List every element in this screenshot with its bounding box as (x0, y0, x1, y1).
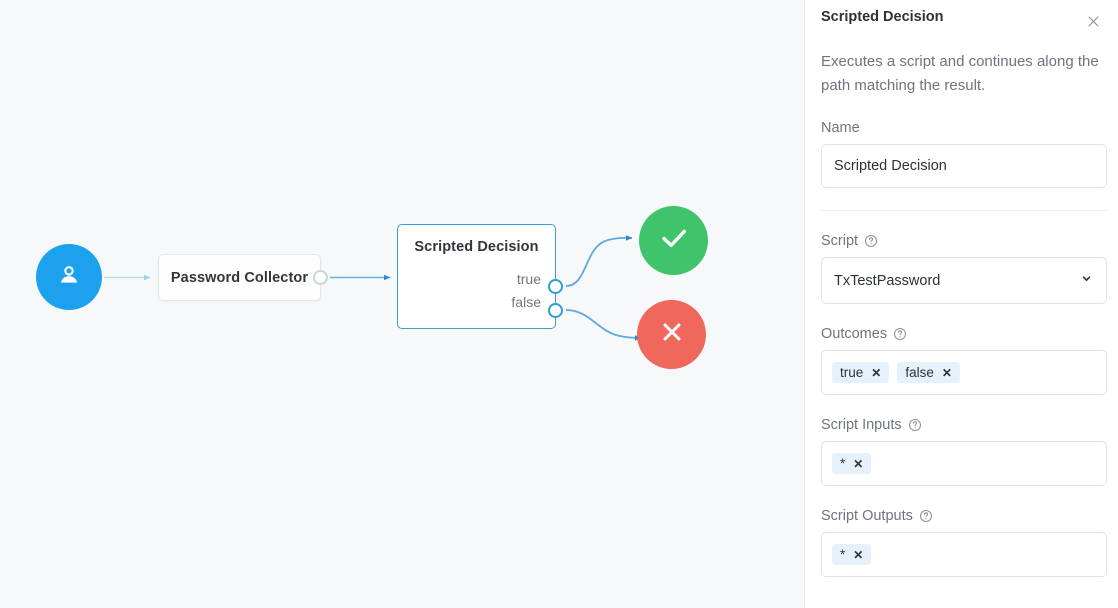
port-label-false: false (511, 293, 541, 310)
port-label-true: true (516, 270, 541, 287)
output-port-true[interactable] (548, 279, 563, 294)
script-select-wrap: TxTestPassword (821, 257, 1107, 304)
flow-canvas[interactable]: Password Collector Scripted Decision tru… (0, 0, 804, 608)
chip-remove-icon[interactable]: ✕ (941, 365, 952, 380)
script-label: Script (821, 233, 1102, 249)
node-title: Scripted Decision (414, 239, 539, 255)
properties-panel: Scripted Decision Executes a script and … (804, 0, 1118, 608)
chip-outcome: false ✕ (897, 362, 960, 383)
field-script-outputs: Script Outputs * ✕ (821, 508, 1107, 577)
terminal-success[interactable] (639, 206, 708, 275)
x-icon (657, 317, 687, 352)
node-output-port[interactable] (313, 270, 328, 285)
chip-label: * (840, 456, 846, 471)
script-inputs-label: Script Inputs (821, 417, 1102, 433)
port-row-true: true (398, 267, 555, 290)
chip-label: false (905, 365, 934, 380)
field-script-inputs: Script Inputs * ✕ (821, 417, 1107, 486)
name-input[interactable] (821, 144, 1107, 188)
chip-label: true (840, 365, 864, 380)
help-circle-icon[interactable] (893, 327, 907, 341)
help-circle-icon[interactable] (908, 418, 922, 432)
panel-header: Scripted Decision (821, 0, 1102, 32)
name-label: Name (821, 120, 860, 136)
field-outcomes: Outcomes true ✕ false ✕ (821, 326, 1107, 395)
chip-remove-icon[interactable]: ✕ (853, 456, 864, 471)
node-title: Password Collector (170, 269, 309, 286)
chip-remove-icon[interactable]: ✕ (853, 547, 864, 562)
user-icon (56, 262, 82, 293)
field-script: Script TxTestPassword (821, 233, 1107, 304)
terminal-failure[interactable] (637, 300, 706, 369)
help-circle-icon[interactable] (864, 234, 878, 248)
start-node[interactable] (36, 244, 102, 310)
outcomes-label: Outcomes (821, 326, 1102, 342)
field-name: Name (821, 120, 1107, 188)
script-select-value: TxTestPassword (834, 272, 941, 289)
section-divider (821, 210, 1107, 211)
script-select[interactable]: TxTestPassword (821, 257, 1107, 304)
close-icon[interactable] (1082, 10, 1104, 32)
node-password-collector[interactable]: Password Collector (158, 254, 328, 301)
port-row-false: false (398, 290, 555, 313)
script-outputs-chip-field[interactable]: * ✕ (821, 532, 1107, 577)
chip-remove-icon[interactable]: ✕ (871, 365, 882, 380)
panel-description: Executes a script and continues along th… (821, 53, 1099, 94)
output-port-false[interactable] (548, 303, 563, 318)
script-inputs-chip-field[interactable]: * ✕ (821, 441, 1107, 486)
chip-script-output: * ✕ (832, 544, 872, 565)
help-circle-icon[interactable] (919, 509, 933, 523)
chip-script-input: * ✕ (832, 453, 872, 474)
chip-outcome: true ✕ (832, 362, 890, 383)
check-icon (657, 221, 691, 260)
panel-title: Scripted Decision (821, 9, 944, 25)
script-outputs-label: Script Outputs (821, 508, 1102, 524)
chip-label: * (840, 547, 846, 562)
outcomes-chip-field[interactable]: true ✕ false ✕ (821, 350, 1107, 395)
node-scripted-decision[interactable]: Scripted Decision true false (397, 224, 563, 329)
